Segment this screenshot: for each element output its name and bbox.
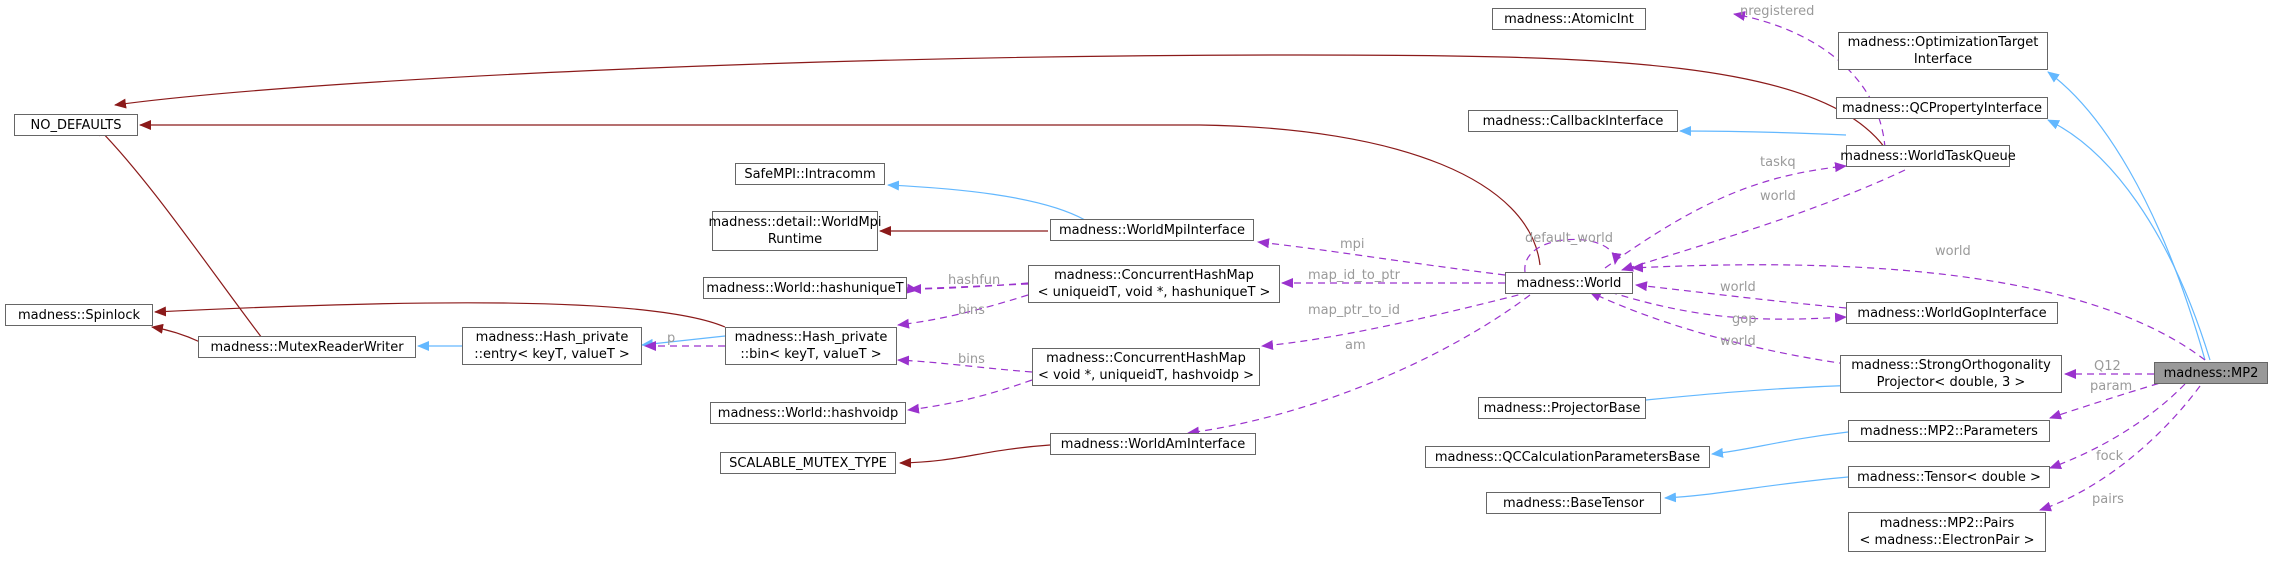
node-chm-uniqueid[interactable]: madness::ConcurrentHashMap< uniqueidT, v… [1028,265,1280,303]
edge-mp2-fock [2049,383,2186,469]
edge-world-to-nodefaults [139,120,1541,266]
edge-so-world [1589,291,1847,365]
edge-hashbin-to-spinlock [154,302,726,328]
edge-label-gop: gop [1732,312,1756,327]
edge-chmunique-bins [897,294,1029,329]
edge-mutexrw-to-nodefaults [94,124,266,343]
edge-world-am [1187,294,1531,437]
edge-label-param: param [2090,379,2132,394]
edge-mp2-param [2049,379,2171,420]
node-projector-base[interactable]: madness::ProjectorBase [1478,397,1646,419]
edge-world-mapptrtoid [1261,291,1531,351]
edge-taskqueue-to-callback [1679,126,1847,137]
node-no-defaults[interactable]: NO_DEFAULTS [14,114,138,136]
edge-label-world-mp2: world [1935,244,1971,259]
edge-taskqueue-to-nodefaults [114,54,1886,149]
edge-label-mpi: mpi [1340,237,1365,252]
edge-label-taskq: taskq [1760,155,1796,170]
edge-world-default-world [1524,238,1622,273]
edge-chmvoidp-bins [897,355,1033,373]
node-callback-interface[interactable]: madness::CallbackInterface [1468,110,1678,132]
template-edges [94,54,1886,468]
node-tensor-double[interactable]: madness::Tensor< double > [1848,466,2050,488]
node-world[interactable]: madness::World [1505,272,1633,294]
edge-hashbin-to-hashentry [641,335,726,349]
edge-label-world-so: world [1720,334,1756,349]
node-chm-voidp[interactable]: madness::ConcurrentHashMap< void *, uniq… [1032,348,1260,386]
edge-world-taskq [1604,162,1847,269]
edge-world-mpi [1257,238,1506,276]
node-world-task-queue[interactable]: madness::WorldTaskQueue [1840,145,2016,167]
node-hash-private-entry[interactable]: madness::Hash_private::entry< keyT, valu… [462,327,642,365]
edge-world-gop [1609,291,1847,323]
node-world-hashuniquet[interactable]: madness::World::hashuniqueT [703,277,907,299]
node-world-am-interface[interactable]: madness::WorldAmInterface [1050,433,1256,455]
usage-edges [644,11,2206,512]
edge-label-nregistered: nregistered [1740,4,1814,19]
edge-label-map-ptr-to-id: map_ptr_to_id [1308,303,1400,318]
edge-mp2-world [1631,262,2206,361]
edge-label-hashfun: hashfun [948,273,1000,288]
edge-taskqueue-world [1621,169,1906,272]
node-world-mpi-interface[interactable]: madness::WorldMpiInterface [1050,219,1254,241]
edge-mp2-to-qcproperty [2047,119,2211,361]
node-qc-property-interface[interactable]: madness::QCPropertyInterface [1836,97,2048,119]
node-qc-calculation-parameters-base[interactable]: madness::QCCalculationParametersBase [1425,446,1710,468]
edge-label-p: p [667,331,675,346]
edge-label-fock: fock [2096,449,2124,464]
edge-params-to-qccalc [1711,431,1849,458]
edge-labels: p hashfun bins bins mpi map_id_to_ptr ma… [667,4,2132,507]
edge-mp2-pairs [2039,385,2201,512]
edge-chmunique-hashfun-line [909,282,1029,294]
edge-label-world-gop: world [1720,280,1756,295]
edge-label-map-id-to-ptr: map_id_to_ptr [1308,268,1401,283]
edge-aminterface-to-scalable [899,444,1051,468]
edge-gop-world [1635,281,1847,309]
node-safempi-intracomm[interactable]: SafeMPI::Intracomm [735,163,885,185]
edge-tensor-to-basetensor [1664,476,1849,503]
node-mp2-parameters[interactable]: madness::MP2::Parameters [1848,420,2050,442]
node-mp2[interactable]: madness::MP2 [2154,362,2268,384]
edge-label-bins-bottom: bins [958,352,985,367]
node-scalable-mutex-type[interactable]: SCALABLE_MUTEX_TYPE [720,452,896,474]
edge-label-world-taskqueue: world [1760,189,1796,204]
edge-label-q12: Q12 [2094,359,2121,374]
node-world-gop-interface[interactable]: madness::WorldGopInterface [1846,302,2058,324]
node-spinlock[interactable]: madness::Spinlock [5,304,153,326]
node-mutex-reader-writer[interactable]: madness::MutexReaderWriter [198,336,416,358]
edge-mp2-to-opttarget [2047,71,2206,361]
edge-mutexrw-to-spinlock [151,323,201,343]
node-world-hashvoidp[interactable]: madness::World::hashvoidp [710,402,906,424]
edge-chmvoidp-hashvoidp [907,379,1033,414]
edge-label-bins-top: bins [958,303,985,318]
edge-label-am: am [1345,338,1366,353]
node-hash-private-bin[interactable]: madness::Hash_private::bin< keyT, valueT… [725,327,897,365]
node-mp2-pairs[interactable]: madness::MP2::Pairs< madness::ElectronPa… [1848,512,2046,552]
edge-mpiinterface-to-intracomm [887,180,1086,221]
edge-label-default-world: default_world [1525,231,1613,246]
edge-label-pairs: pairs [2092,492,2124,507]
node-base-tensor[interactable]: madness::BaseTensor [1486,492,1661,514]
node-atomic-int[interactable]: madness::AtomicInt [1492,8,1646,30]
